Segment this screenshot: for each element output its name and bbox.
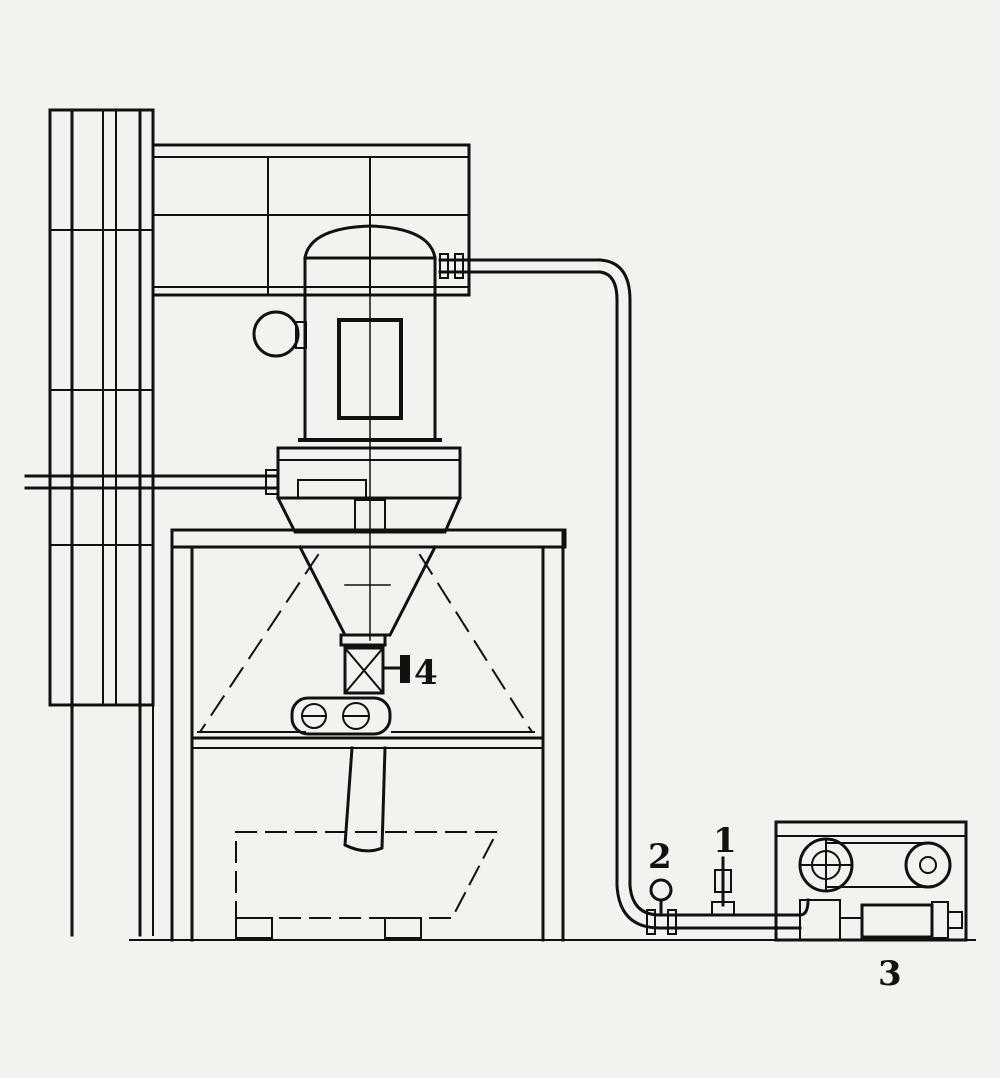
support-frame — [170, 528, 567, 942]
label-valve-4: 4 — [414, 653, 438, 693]
building-wall — [48, 108, 155, 937]
dashed-hood — [197, 553, 535, 734]
label-pump-3: 3 — [878, 954, 902, 994]
cone-hopper — [297, 225, 438, 641]
upper-platform — [151, 143, 471, 297]
collection-cart — [235, 831, 499, 939]
inlet-valve — [711, 856, 735, 916]
vessel-motor — [252, 310, 307, 358]
label-gauge-2: 2 — [648, 837, 672, 877]
screw-conveyor — [290, 696, 392, 736]
pressure-gauge — [649, 878, 673, 917]
blower-unit — [774, 820, 968, 942]
valve-handle — [400, 655, 410, 683]
label-valve-1: 1 — [713, 821, 737, 861]
side-inlet-pipe — [24, 469, 280, 495]
conveying-pipeline — [438, 253, 802, 935]
rotary-valve — [339, 633, 410, 695]
discharge-chute — [343, 746, 387, 853]
